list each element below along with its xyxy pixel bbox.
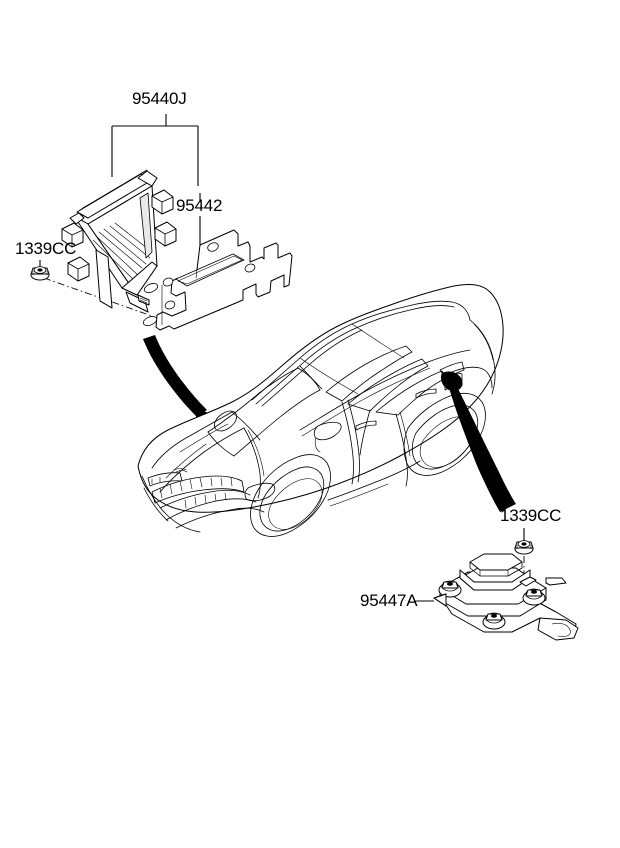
label-1339cc-right: 1339CC — [500, 506, 561, 525]
part-nut-left — [30, 266, 50, 281]
part-mounting-bracket — [142, 229, 293, 331]
bolt-boss-right — [522, 588, 546, 606]
part-nut-right — [514, 540, 534, 555]
part-vehicle-outline — [137, 283, 504, 537]
part-control-module — [61, 169, 177, 313]
label-95447a: 95447A — [360, 591, 418, 610]
label-95440j: 95440J — [132, 89, 187, 108]
bolt-boss-left — [438, 580, 462, 598]
label-95442: 95442 — [176, 196, 222, 215]
arrow-rear-sensor — [441, 371, 516, 512]
label-1339cc-left: 1339CC — [15, 239, 76, 258]
leader-95440j — [111, 114, 199, 186]
part-sensor-module — [433, 553, 579, 641]
bolt-boss-front — [482, 612, 506, 630]
